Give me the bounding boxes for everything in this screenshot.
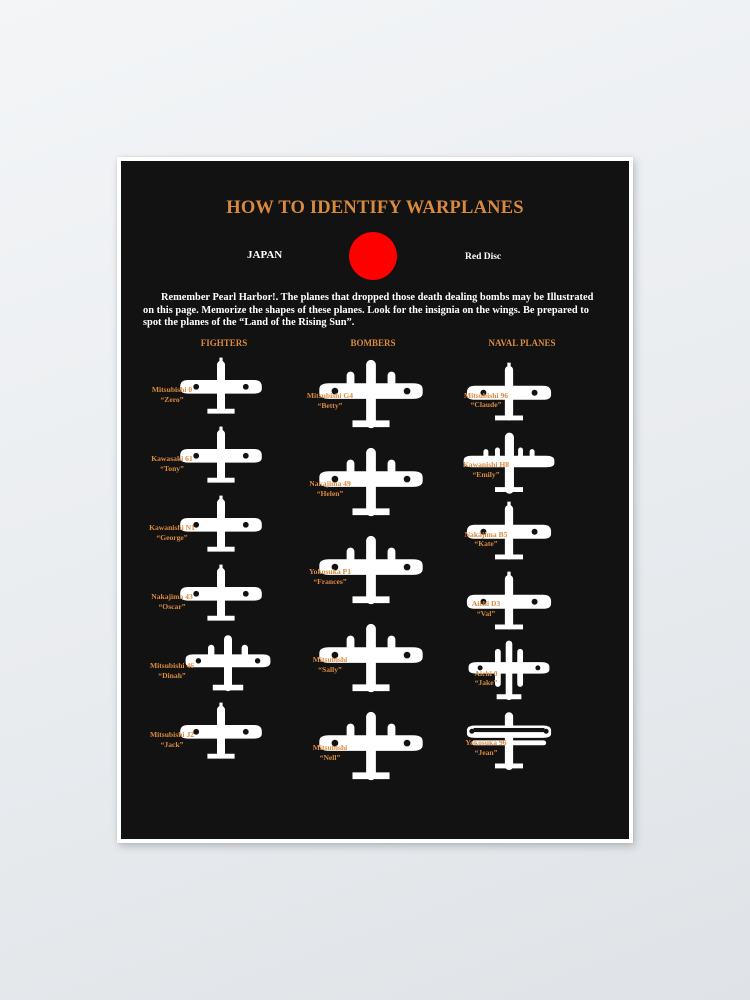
plane-nickname: “Claude”	[470, 400, 502, 410]
poster: HOW TO IDENTIFY WARPLANES JAPAN Red Disc…	[121, 161, 629, 839]
plane-name: Nakajima 43	[151, 591, 193, 601]
plane-label-naval: Mitsubishi 96“Claude”	[453, 391, 519, 411]
fighter-plane-icon	[180, 357, 262, 414]
plane-nickname: “Jake”	[474, 678, 498, 688]
column-heading-fighters: FIGHTERS	[200, 338, 248, 348]
plane-name: Mitsubishi 96	[463, 390, 509, 400]
plane-label-naval: Aichi 0“Jake”	[453, 669, 519, 689]
floatplane-plane-icon	[468, 640, 550, 701]
fighter-plane-icon	[466, 571, 552, 629]
plane-name: Aichi 0	[474, 668, 498, 678]
plane-name: Nakajima B5	[464, 529, 508, 539]
fighter-plane-icon	[466, 362, 552, 421]
column-heading-bombers: BOMBERS	[350, 338, 396, 348]
plane-name: Kawanishi N1	[149, 522, 195, 532]
plane-label-fighters: Mitsubishi J2“Jack”	[139, 730, 205, 750]
plane-label-naval: Kawanishi H8“Emily”	[453, 460, 519, 480]
plane-label-naval: Aichi D3“Val”	[453, 599, 519, 619]
twin-engine-plane-icon	[319, 535, 423, 605]
twin-engine-plane-icon	[319, 447, 423, 517]
plane-name: Aichi D3	[471, 599, 501, 609]
plane-name: Kawasaki 61	[151, 453, 193, 463]
plane-nickname: “Dinah”	[158, 670, 186, 680]
plane-label-fighters: Nakajima 43“Oscar”	[139, 592, 205, 612]
twin-engine-plane-icon	[319, 711, 423, 781]
column-heading-naval: NAVAL PLANES	[488, 338, 556, 348]
plane-nickname: “Oscar”	[158, 601, 186, 611]
twin-engine-plane-icon	[185, 635, 271, 692]
plane-label-bombers: Mitsubishi“Sally”	[297, 655, 363, 675]
plane-nickname: “Emily”	[472, 469, 500, 479]
fighter-plane-icon	[180, 702, 262, 759]
biplane-plane-icon	[466, 711, 552, 770]
fighter-plane-icon	[180, 426, 262, 483]
plane-name: Kawanishi H8	[462, 460, 510, 470]
twin-engine-plane-icon	[319, 623, 423, 693]
plane-label-bombers: Mitsubishi G4“Betty”	[297, 391, 363, 411]
country-label: JAPAN	[247, 249, 283, 261]
fighter-plane-icon	[180, 564, 262, 621]
four-engine-plane-icon	[463, 432, 555, 494]
plane-name: Mitsubishi	[312, 743, 348, 753]
plane-name: Mitsubishi 0	[151, 384, 193, 394]
insignia-label: Red Disc	[465, 252, 502, 262]
plane-nickname: “Sally”	[318, 664, 342, 674]
plane-nickname: “Frances”	[313, 576, 347, 586]
plane-label-bombers: Mitsubishi“Nell”	[297, 743, 363, 763]
plane-name: Nakajima 49	[309, 479, 351, 489]
plane-name: Mitsubishi 46	[149, 660, 195, 670]
plane-nickname: “Jack”	[160, 739, 184, 749]
plane-nickname: “Zero”	[160, 394, 184, 404]
plane-nickname: “Kate”	[474, 539, 498, 549]
plane-nickname: “Helen”	[316, 488, 344, 498]
plane-name: Mitsubishi	[312, 655, 348, 665]
red-disc-insignia	[349, 232, 397, 280]
plane-nickname: “Betty”	[317, 400, 343, 410]
plane-label-bombers: Yokosuka P1“Frances”	[297, 567, 363, 587]
plane-nickname: “Tony”	[160, 463, 184, 473]
plane-name: Mitsubishi G4	[306, 391, 354, 401]
plane-label-naval: Nakajima B5“Kate”	[453, 530, 519, 550]
intro-text: Remember Pearl Harbor!. The planes that …	[143, 292, 594, 329]
plane-label-fighters: Mitsubishi 46“Dinah”	[139, 661, 205, 681]
plane-nickname: “Jean”	[474, 747, 498, 757]
fighter-plane-icon	[466, 501, 552, 560]
fighter-plane-icon	[180, 495, 262, 552]
plane-name: Yokosuka P1	[309, 567, 351, 577]
plane-label-fighters: Kawasaki 61“Tony”	[139, 454, 205, 474]
plane-nickname: “Val”	[476, 608, 496, 618]
poster-title: HOW TO IDENTIFY WARPLANES	[226, 198, 524, 218]
plane-label-bombers: Nakajima 49“Helen”	[297, 479, 363, 499]
plane-name: Yokosuka 96	[465, 738, 507, 748]
plane-name: Mitsubishi J2	[149, 729, 195, 739]
plane-nickname: “George”	[156, 532, 188, 542]
plane-nickname: “Nell”	[319, 752, 341, 762]
plane-label-fighters: Kawanishi N1“George”	[139, 523, 205, 543]
plane-label-fighters: Mitsubishi 0“Zero”	[139, 385, 205, 405]
plane-label-naval: Yokosuka 96“Jean”	[453, 738, 519, 758]
twin-engine-plane-icon	[319, 359, 423, 429]
